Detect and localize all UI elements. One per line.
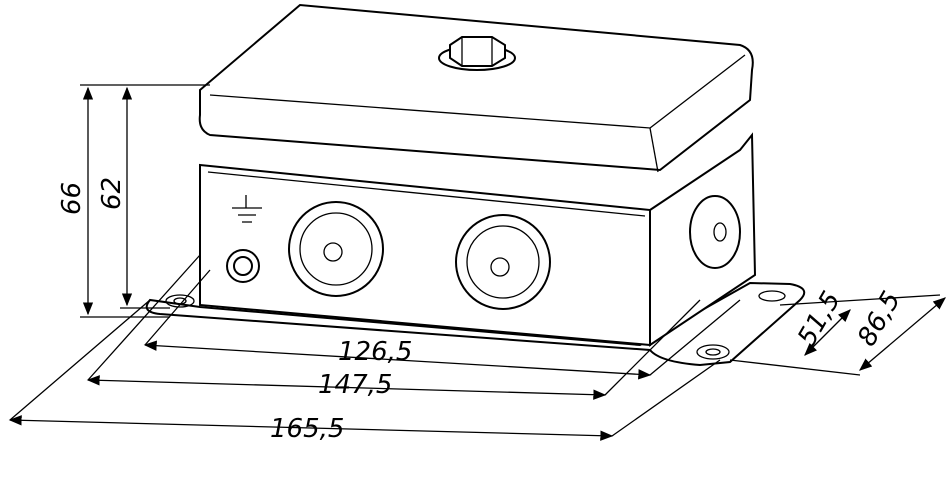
dim-height-total: 66 [57, 182, 87, 215]
side-gland [689, 195, 741, 269]
dim-height-body: 62 [97, 177, 127, 210]
dim-length-body: 126,5 [338, 337, 412, 367]
lid-bolt [438, 36, 516, 71]
ground-terminal [226, 195, 262, 283]
cable-glands [288, 201, 551, 310]
dim-depth-total: 86,5 [852, 286, 907, 351]
dim-length-mid: 147,5 [318, 370, 392, 400]
dimension-lines [8, 84, 946, 441]
box-lid [198, 3, 754, 173]
dim-length-total: 165,5 [270, 414, 344, 444]
